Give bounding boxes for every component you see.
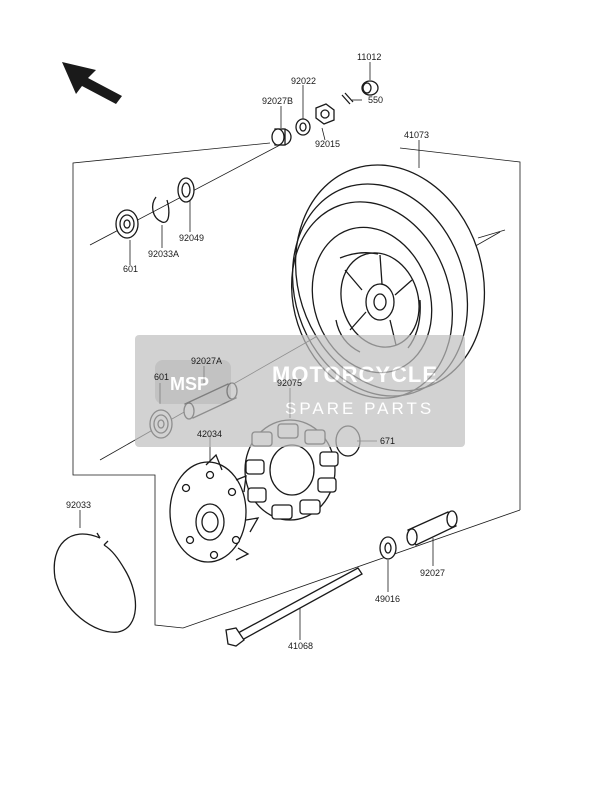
label-41068: 41068 [288, 641, 313, 651]
label-92027: 92027 [420, 568, 445, 578]
label-550: 550 [368, 95, 383, 105]
oil-seal-part [177, 177, 195, 203]
watermark-logo-icon: MSP [155, 360, 231, 404]
watermark-brand-line1: MOTORCYCLE [272, 362, 438, 387]
part-labels: 11012 92022 92027B 550 92015 41073 92049… [66, 52, 445, 651]
label-601-top: 601 [123, 264, 138, 274]
watermark-logo-text: MSP [170, 374, 209, 394]
label-92075: 92075 [277, 378, 302, 388]
axle-nut-part [315, 103, 335, 125]
label-92022: 92022 [291, 76, 316, 86]
label-11012: 11012 [357, 52, 381, 62]
bearing-601-top-part [115, 209, 139, 239]
circlip-92033a-part [151, 196, 170, 223]
washer-92022-part [295, 118, 311, 136]
circlip-92033-part [53, 532, 137, 633]
axle-nut-cap-part [361, 80, 379, 96]
assembly-frame [72, 142, 521, 629]
watermark: MSP MOTORCYCLE SPARE PARTS [135, 335, 465, 447]
label-92049: 92049 [179, 233, 204, 243]
cotter-pin-part [341, 92, 354, 105]
label-92027b: 92027B [262, 96, 293, 106]
label-49016: 49016 [375, 594, 400, 604]
label-601-mid: 601 [154, 372, 169, 382]
collar-92027-part [406, 510, 458, 546]
label-92033: 92033 [66, 500, 91, 510]
label-42034: 42034 [197, 429, 222, 439]
spacer-49016-part [379, 536, 397, 560]
label-92033a: 92033A [148, 249, 179, 259]
watermark-brand-line2: SPARE PARTS [285, 399, 434, 418]
label-41073: 41073 [404, 130, 429, 140]
collar-92027b-part [271, 128, 292, 146]
label-671: 671 [380, 436, 395, 446]
label-92027a: 92027A [191, 356, 222, 366]
coupling-hub-part [169, 453, 260, 563]
axle-41068-part [225, 567, 363, 647]
front-direction-arrow-icon [62, 62, 122, 104]
label-92015: 92015 [315, 139, 340, 149]
